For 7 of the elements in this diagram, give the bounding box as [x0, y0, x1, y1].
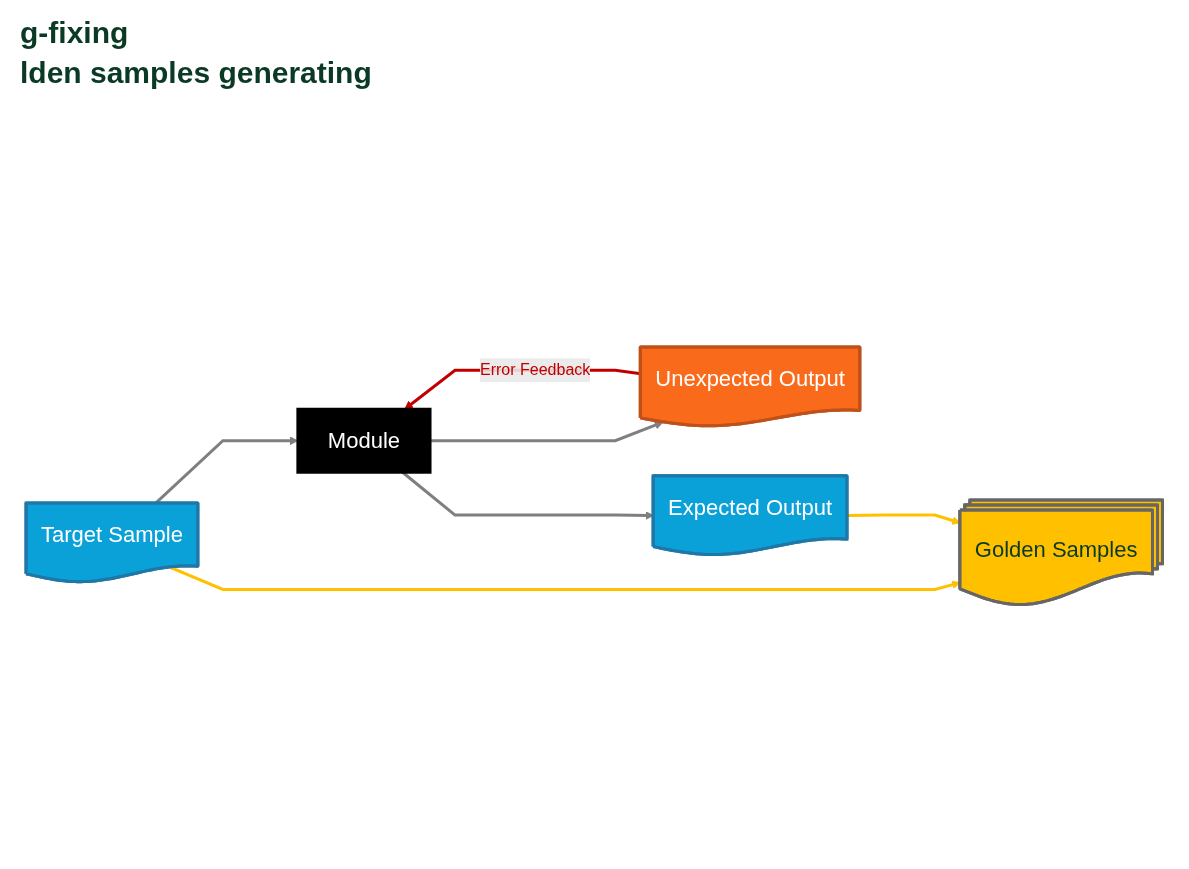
arrow [847, 513, 961, 526]
node-box: Module [296, 408, 432, 474]
edge-label: Error Feedback [480, 361, 591, 379]
heading-text: g-fixing [20, 16, 130, 50]
arrow [430, 421, 664, 443]
arrow [170, 566, 961, 592]
heading-text: lden samples generating [20, 56, 373, 90]
